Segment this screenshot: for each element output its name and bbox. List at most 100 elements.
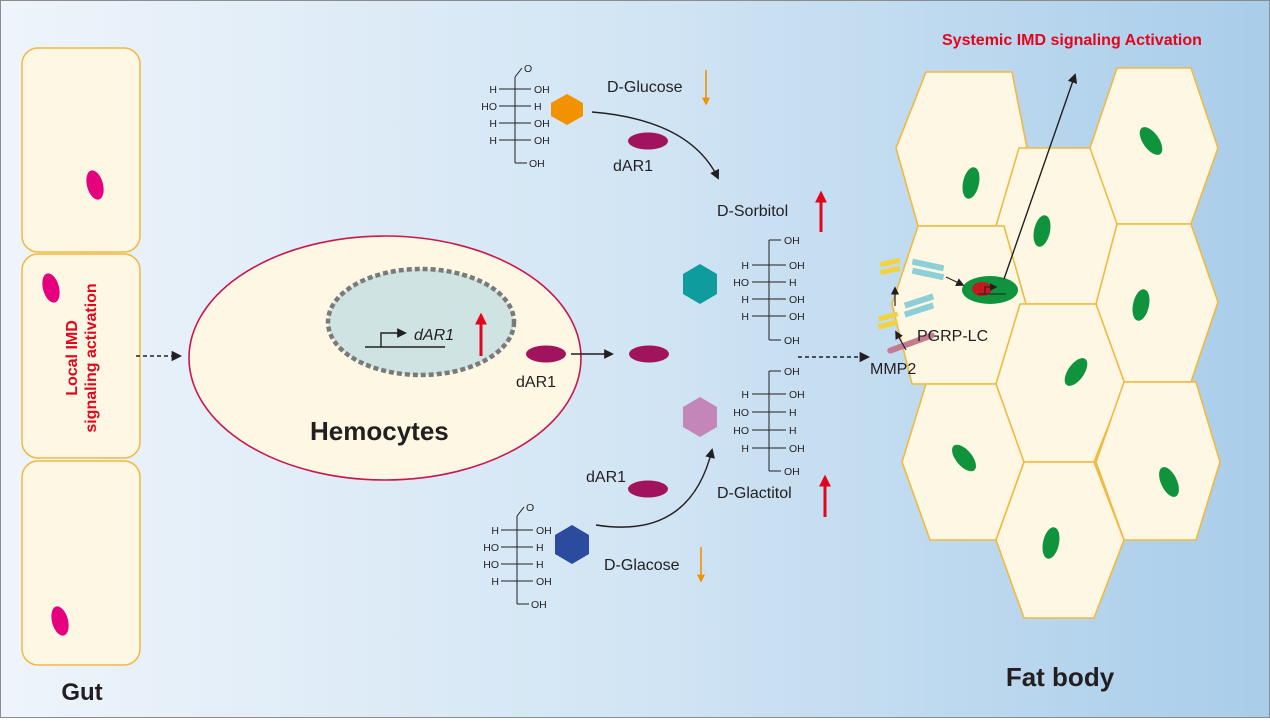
gut-nucleus bbox=[51, 606, 69, 636]
fat-nucleus bbox=[1139, 127, 1163, 155]
chem-label: H bbox=[489, 84, 497, 96]
glucose-structure: O H OH HO H H OH H OH OH bbox=[481, 63, 550, 170]
gut-cell-bottom bbox=[21, 460, 141, 666]
d-glucose-label: D-Glucose bbox=[607, 79, 683, 96]
gene-label: dAR1 bbox=[414, 327, 454, 344]
gut-cell-top bbox=[21, 47, 141, 253]
local-imd-label: Local IMD signaling activation bbox=[64, 283, 100, 432]
fat-nucleus bbox=[1033, 215, 1051, 247]
dar1-gene: dAR1 bbox=[365, 327, 454, 348]
fat-nucleus bbox=[1064, 358, 1088, 386]
chem-label: OH bbox=[534, 118, 550, 130]
chem-label: H bbox=[489, 118, 497, 130]
chem-label: H bbox=[536, 559, 544, 571]
chem-label: OH bbox=[784, 466, 800, 478]
chem-label: H bbox=[536, 542, 544, 554]
dar1-enzyme-top-label: dAR1 bbox=[613, 158, 653, 175]
galactitol-hexagon bbox=[683, 397, 717, 437]
fat-cell bbox=[995, 461, 1125, 619]
activated-promoter bbox=[984, 283, 998, 294]
receptor-to-nucleus-arrow bbox=[945, 276, 965, 286]
dar1-enzyme-bottom bbox=[628, 480, 668, 498]
chem-label: OH bbox=[536, 576, 552, 588]
chem-label: H bbox=[789, 407, 797, 419]
fat-body-nuclei bbox=[952, 127, 1179, 559]
mmp2-label: MMP2 bbox=[870, 361, 916, 378]
fat-nucleus bbox=[952, 444, 976, 472]
fat-cell bbox=[1095, 381, 1221, 541]
chem-label: HO bbox=[483, 559, 499, 571]
chem-label: HO bbox=[733, 407, 749, 419]
chem-label: H bbox=[789, 425, 797, 437]
glucose-to-sorbitol-arrow bbox=[591, 111, 719, 180]
fat-nucleus bbox=[1159, 467, 1179, 497]
chem-label: OH bbox=[784, 235, 800, 247]
systemic-activation-arrow bbox=[1003, 73, 1078, 280]
pgrp-lc-label: PGRP-LC bbox=[917, 328, 988, 345]
chem-label: H bbox=[491, 525, 499, 537]
sorbitol-hexagon bbox=[683, 264, 717, 304]
mmp2-protein bbox=[887, 332, 935, 354]
galactitol-structure: OH H OH HO H HO H H OH OH bbox=[733, 366, 805, 478]
sorbitol-structure: OH H OH HO H H OH H OH OH bbox=[733, 235, 805, 347]
gut-label: Gut bbox=[61, 679, 102, 706]
d-galactose-label: D-Glacose bbox=[604, 557, 680, 574]
chem-label: OH bbox=[784, 366, 800, 378]
chem-label: H bbox=[741, 389, 749, 401]
chem-label: OH bbox=[536, 525, 552, 537]
chem-label: OH bbox=[531, 599, 547, 611]
chem-label: OH bbox=[529, 158, 545, 170]
chem-label: HO bbox=[483, 542, 499, 554]
chem-label: H bbox=[489, 135, 497, 147]
galactose-structure: O H OH HO H HO H H OH OH bbox=[483, 502, 552, 611]
dar1-protein-label: dAR1 bbox=[516, 374, 556, 391]
gut-nucleus bbox=[42, 273, 60, 303]
chem-label: HO bbox=[481, 101, 497, 113]
svg-text:O: O bbox=[524, 63, 532, 75]
chem-label: H bbox=[534, 101, 542, 113]
dar1-protein-secreted bbox=[629, 345, 669, 363]
hemocytes-label: Hemocytes bbox=[310, 416, 449, 446]
chem-label: OH bbox=[784, 335, 800, 347]
chem-label: H bbox=[741, 260, 749, 272]
local-imd-line1: Local IMD bbox=[64, 320, 81, 396]
chem-label: H bbox=[741, 294, 749, 306]
pgrp-lc-receptor-lower bbox=[877, 293, 935, 330]
gut-cells bbox=[21, 47, 141, 666]
d-galactitol-label: D-Glactitol bbox=[717, 485, 792, 502]
chem-label: OH bbox=[789, 260, 805, 272]
mmp2-cleavage-arrow bbox=[895, 330, 907, 351]
chem-label: HO bbox=[733, 277, 749, 289]
pgrp-lc-receptor-upper bbox=[879, 257, 945, 281]
gut-cell-middle bbox=[21, 253, 141, 459]
chem-label: OH bbox=[534, 84, 550, 96]
chem-label: H bbox=[491, 576, 499, 588]
gut-nucleus bbox=[86, 170, 104, 200]
chem-label: H bbox=[741, 443, 749, 455]
chem-label: OH bbox=[789, 311, 805, 323]
fat-body-label: Fat body bbox=[1006, 662, 1115, 692]
fat-nucleus bbox=[962, 167, 980, 199]
d-sorbitol-label: D-Sorbitol bbox=[717, 203, 788, 220]
chem-label: OH bbox=[789, 389, 805, 401]
promoter-arrow bbox=[380, 328, 407, 347]
chem-label: HO bbox=[733, 425, 749, 437]
chem-label: OH bbox=[534, 135, 550, 147]
glucose-hexagon bbox=[551, 94, 583, 125]
galactose-to-galactitol-arrow bbox=[595, 448, 715, 528]
dar1-enzyme-bottom-label: dAR1 bbox=[586, 469, 626, 486]
fat-nucleus bbox=[1132, 289, 1150, 321]
local-imd-line2: signaling activation bbox=[83, 283, 100, 432]
chem-label: H bbox=[741, 311, 749, 323]
galactose-hexagon bbox=[555, 525, 589, 564]
chem-label: OH bbox=[789, 294, 805, 306]
dar1-enzyme-top bbox=[628, 132, 668, 150]
hemocyte-nucleus bbox=[325, 266, 517, 378]
systemic-imd-label: Systemic IMD signaling Activation bbox=[942, 32, 1202, 49]
svg-text:O: O bbox=[526, 502, 534, 514]
activated-nucleus-core bbox=[972, 282, 992, 296]
chem-label: OH bbox=[789, 443, 805, 455]
fat-nucleus bbox=[1042, 527, 1060, 559]
